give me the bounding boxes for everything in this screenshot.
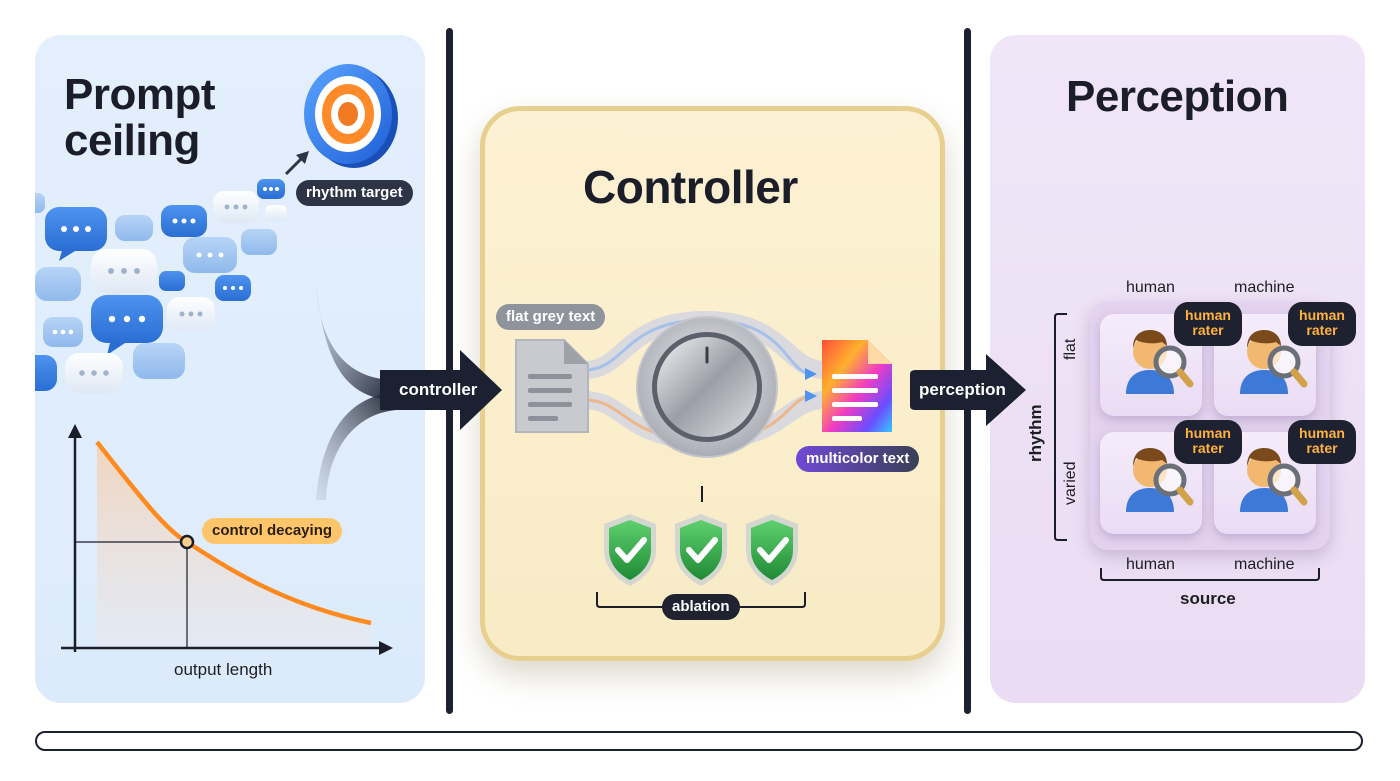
control-decaying-label: control decaying	[202, 518, 343, 544]
decay-chart	[61, 424, 393, 655]
chat-bubble-icon	[115, 215, 153, 241]
chat-bubble-icon	[65, 353, 123, 393]
chat-bubble-icon	[159, 271, 185, 291]
badge-line-2: rater	[1192, 322, 1224, 338]
ablation-label: ablation	[662, 594, 740, 620]
row-label-varied: varied	[1062, 461, 1079, 505]
perception-arrow-label: perception	[919, 380, 1006, 399]
col-label-top-human: human	[1126, 279, 1175, 296]
chat-bubble-icon	[91, 295, 163, 355]
shield-check-icon	[746, 514, 798, 586]
controller-arrow	[316, 284, 502, 500]
badge-line-1: human	[1185, 425, 1231, 441]
document-icon	[515, 339, 589, 433]
badge-line-1: human	[1299, 307, 1345, 323]
title-line-1: Prompt	[64, 70, 216, 119]
human-rater-badge: human rater	[1288, 420, 1356, 464]
chat-bubble-icon	[35, 267, 81, 301]
perception-arrow	[910, 354, 1026, 426]
knob-icon	[636, 316, 778, 458]
shield-check-icon	[604, 514, 656, 586]
chat-bubble-icon	[43, 317, 83, 347]
row-label-flat: flat	[1062, 338, 1079, 360]
badge-line-2: rater	[1192, 440, 1224, 456]
human-rater-badge: human rater	[1174, 420, 1242, 464]
chat-bubble-icon	[257, 179, 285, 199]
badge-line-1: human	[1299, 425, 1345, 441]
target-icon	[304, 64, 398, 168]
col-label-top-machine: machine	[1234, 279, 1295, 296]
rhythm-axis-label: rhythm	[1026, 404, 1045, 462]
source-axis-label: source	[1180, 589, 1236, 608]
bottom-bar	[35, 731, 1363, 751]
shield-check-icon	[675, 514, 727, 586]
output-length-label: output length	[174, 660, 273, 679]
badge-line-1: human	[1185, 307, 1231, 323]
badge-line-2: rater	[1306, 440, 1338, 456]
chat-bubble-icon	[167, 297, 215, 331]
chat-bubble-icon	[265, 205, 287, 221]
multicolor-document-icon	[822, 340, 892, 432]
prompt-ceiling-title: Prompt ceiling	[64, 70, 216, 165]
col-label-bottom-machine: machine	[1234, 556, 1295, 573]
human-rater-badge: human rater	[1174, 302, 1242, 346]
badge-line-2: rater	[1306, 322, 1338, 338]
rhythm-target-label: rhythm target	[296, 180, 413, 206]
chat-bubble-icon	[213, 191, 259, 223]
chat-bubbles-cluster	[35, 179, 287, 393]
row-bracket	[1054, 313, 1067, 541]
magnifier-person-icon	[1126, 330, 1194, 394]
chat-bubble-icon	[215, 275, 251, 301]
col-label-bottom-human: human	[1126, 556, 1175, 573]
arrow-to-target-icon	[284, 151, 309, 176]
column-bracket	[1100, 568, 1320, 581]
chat-bubble-icon	[241, 229, 277, 255]
magnifier-person-icon	[1240, 330, 1308, 394]
perception-title: Perception	[1066, 72, 1289, 121]
chat-bubble-icon	[91, 249, 157, 303]
human-rater-badge: human rater	[1288, 302, 1356, 346]
decay-area	[97, 442, 371, 648]
chat-bubble-icon	[133, 343, 185, 379]
decay-marker	[179, 534, 195, 550]
knob-stem	[701, 486, 703, 502]
chat-bubble-icon	[45, 207, 107, 261]
multicolor-text-label: multicolor text	[796, 446, 920, 472]
chat-bubble-icon	[35, 193, 45, 213]
magnifier-person-icon	[1126, 448, 1194, 512]
controller-title: Controller	[583, 161, 798, 213]
chat-bubble-icon	[183, 237, 237, 273]
controller-arrow-label: controller	[399, 380, 478, 399]
title-line-2: ceiling	[64, 116, 200, 165]
chat-bubble-icon	[35, 355, 57, 391]
shield-row	[604, 514, 798, 586]
magnifier-person-icon	[1240, 448, 1308, 512]
chat-bubble-icon	[161, 205, 207, 237]
flat-grey-text-label: flat grey text	[496, 304, 606, 330]
